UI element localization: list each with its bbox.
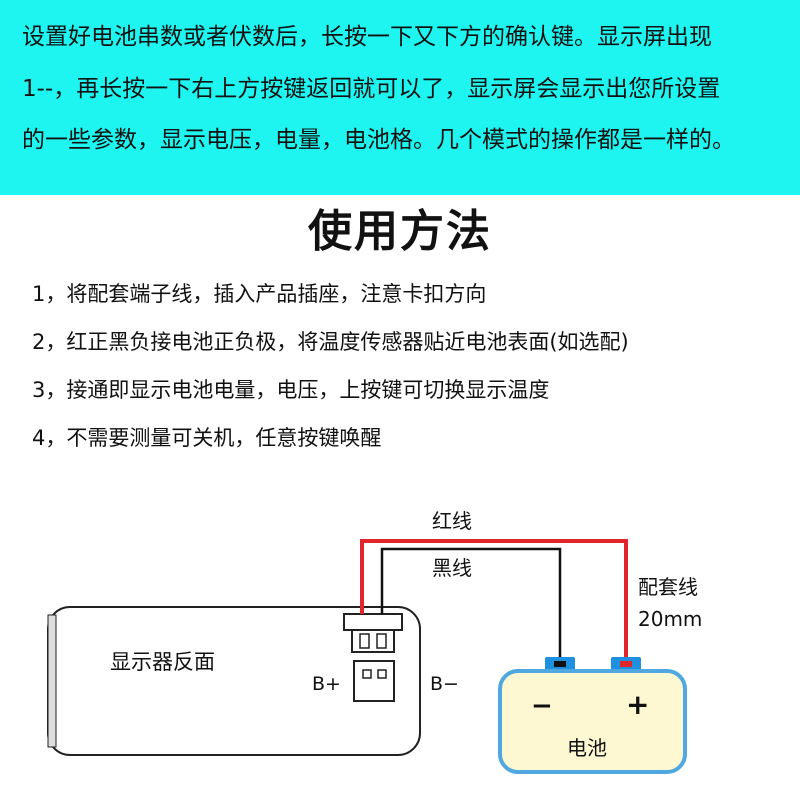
socket-pin-left: [362, 669, 372, 679]
red-wire-label: 红线: [432, 509, 472, 533]
socket-pin-right: [377, 669, 387, 679]
step-3: 3，接通即显示电池电量，电压，上按键可切换显示温度: [32, 378, 550, 402]
battery-plus-symbol: +: [626, 688, 649, 721]
banner-line-2: 1--，再长按一下右上方按键返回就可以了，显示屏会显示出您所设置: [22, 76, 721, 102]
instruction-banner: 设置好电池串数或者伏数后，长按一下又下方的确认键。显示屏出现 1--，再长按一下…: [0, 0, 800, 195]
connector-socket: [353, 660, 395, 702]
device-label: 显示器反面: [110, 650, 215, 674]
cable-label-line2: 20mm: [638, 607, 702, 631]
connector-plug: [343, 613, 403, 631]
cable-label-line1: 配套线: [638, 575, 698, 599]
connector-pin-left: [359, 633, 370, 649]
battery-body: [498, 669, 687, 774]
device-side-edge: [47, 614, 57, 748]
battery-plus-dot: [620, 661, 632, 667]
b-plus-label: B+: [312, 673, 341, 695]
red-wire: [360, 539, 628, 662]
black-wire-label: 黑线: [432, 556, 472, 580]
connector-pin-right: [376, 633, 387, 649]
page-title: 使用方法: [308, 206, 492, 257]
step-4: 4，不需要测量可关机，任意按键唤醒: [32, 426, 382, 450]
step-1: 1，将配套端子线，插入产品插座，注意卡扣方向: [32, 282, 487, 306]
battery-minus-dot: [554, 661, 566, 667]
banner-line-1: 设置好电池串数或者伏数后，长按一下又下方的确认键。显示屏出现: [22, 24, 712, 50]
battery-label: 电池: [567, 736, 607, 760]
black-wire: [380, 547, 562, 662]
connector-neck: [351, 629, 395, 653]
banner-line-3: 的一些参数，显示电压，电量，电池格。几个模式的操作都是一样的。: [22, 127, 735, 153]
battery-minus-symbol: −: [531, 691, 553, 721]
b-minus-label: B−: [430, 673, 459, 695]
step-2: 2，红正黑负接电池正负极，将温度传感器贴近电池表面(如选配): [32, 330, 629, 354]
